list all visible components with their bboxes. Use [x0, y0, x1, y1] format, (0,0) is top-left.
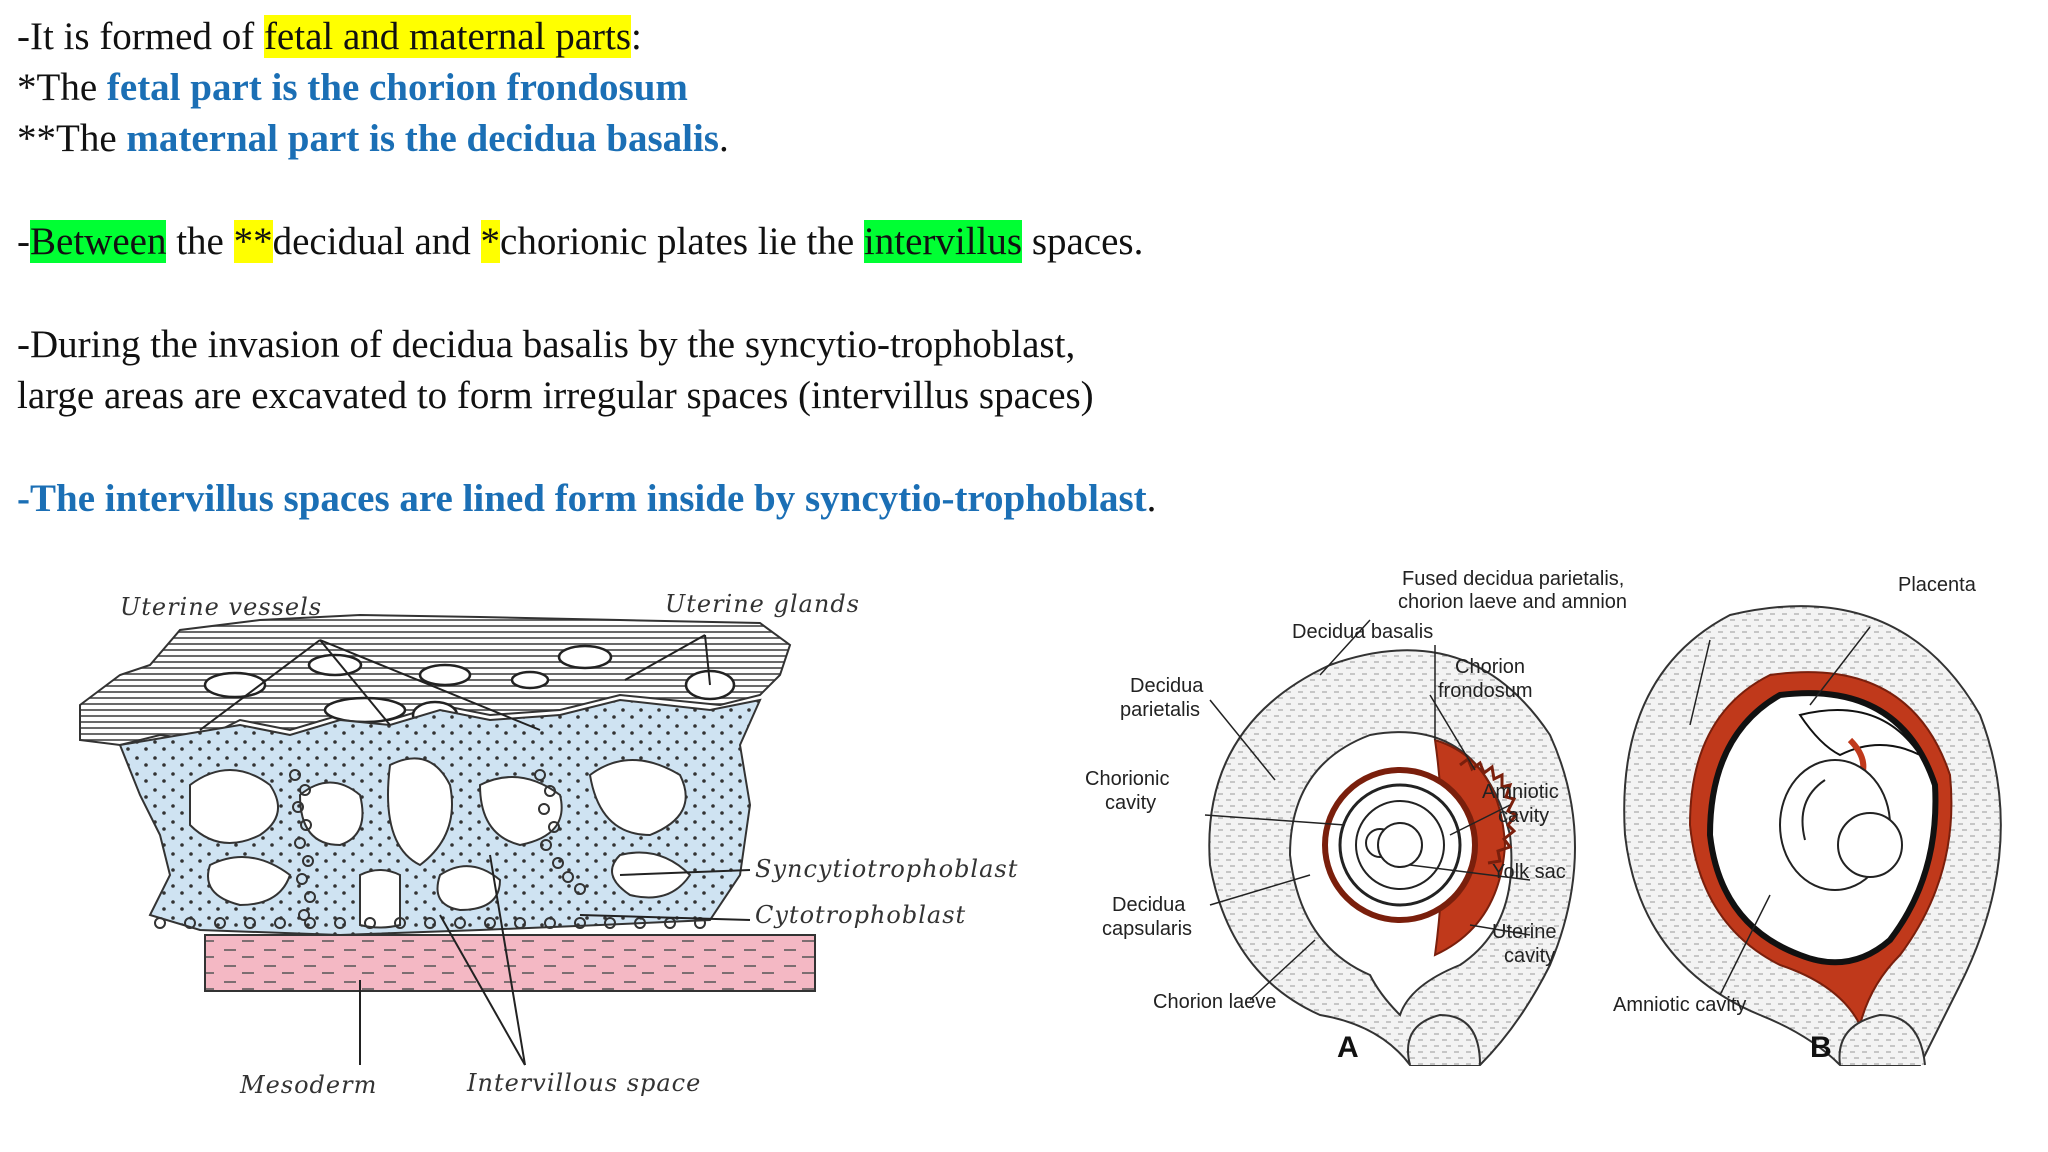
label-decidua-capsularis-2: capsularis: [1102, 918, 1192, 940]
line-large-areas: large areas are excavated to form irregu…: [17, 374, 1094, 417]
label-uterine-cavity-2: cavity: [1504, 945, 1555, 967]
label-chorion-laeve: Chorion laeve: [1153, 991, 1276, 1013]
label-uterine-glands: Uterine glands: [665, 590, 860, 618]
text: decidual and: [272, 220, 481, 263]
highlight-double-star: **: [233, 220, 273, 263]
highlight-intervillus: intervillus: [863, 220, 1023, 263]
text: spaces.: [1022, 220, 1144, 263]
label-cytotrophoblast: Cytotrophoblast: [755, 901, 966, 929]
label-amniotic-cavity-b: Amniotic cavity: [1613, 994, 1746, 1016]
label-decidua-parietalis-1: Decidua: [1130, 675, 1204, 697]
label-amniotic-cavity-1: Amniotic: [1482, 781, 1559, 803]
text: .: [1146, 477, 1157, 520]
intervillous-diagram-svg: Uterine vessels Uterine glands Syncytiot…: [79, 590, 1018, 1099]
label-decidua-capsularis-1: Decidua: [1112, 894, 1186, 916]
intervillous-diagram: Uterine vessels Uterine glands Syncytiot…: [60, 545, 1070, 1120]
mesoderm-band: [204, 934, 816, 992]
label-chorion-frondosum-2: frondosum: [1438, 680, 1533, 702]
line-fetal-part: *The fetal part is the chorion frondosum: [17, 64, 688, 112]
text: the: [166, 220, 234, 263]
uterus-diagram-svg: Fused decidua parietalis, chorion laeve …: [1085, 568, 2002, 1066]
panel-a-uterus: [1208, 649, 1576, 1066]
label-uterine-cavity-1: Uterine: [1492, 921, 1556, 943]
label-fused-1: Fused decidua parietalis,: [1402, 568, 1624, 590]
line-lined-by: -The intervillus spaces are lined form i…: [17, 475, 1156, 523]
emphasis-fetal-part: fetal part is the chorion frondosum: [106, 66, 688, 109]
text: -: [17, 220, 30, 263]
highlight-star: *: [480, 220, 501, 263]
text: -It is formed of: [17, 15, 264, 58]
line-formed-of: -It is formed of fetal and maternal part…: [17, 13, 642, 61]
text: **The: [17, 117, 127, 160]
line-during-invasion: -During the invasion of decidua basalis …: [17, 323, 1076, 366]
text: chorionic plates lie the: [500, 220, 864, 263]
label-fused-2: chorion laeve and amnion: [1398, 591, 1627, 613]
label-chorion-frondosum-1: Chorion: [1455, 656, 1525, 678]
panel-b-uterus: [1623, 605, 2002, 1066]
label-mesoderm: Mesoderm: [239, 1071, 377, 1099]
emphasis-maternal-part: maternal part is the decidua basalis: [126, 117, 719, 160]
highlight-between: Between: [30, 220, 167, 263]
label-chorionic-cavity-1: Chorionic: [1085, 768, 1169, 790]
line-maternal-part: **The maternal part is the decidua basal…: [17, 115, 729, 163]
highlight-fetal-maternal: fetal and maternal parts: [263, 15, 632, 58]
label-syncytiotrophoblast: Syncytiotrophoblast: [755, 855, 1018, 883]
label-yolk-sac: Yolk sac: [1492, 861, 1566, 883]
label-decidua-basalis: Decidua basalis: [1292, 621, 1433, 643]
text: .: [719, 117, 729, 160]
text: *The: [17, 66, 107, 109]
label-uterine-vessels: Uterine vessels: [120, 593, 322, 621]
label-amniotic-cavity-2: cavity: [1498, 805, 1549, 827]
label-chorionic-cavity-2: cavity: [1105, 792, 1156, 814]
uterus-diagram: Fused decidua parietalis, chorion laeve …: [1080, 545, 2048, 1105]
label-panel-b: B: [1810, 1031, 1832, 1064]
label-panel-a: A: [1337, 1031, 1359, 1064]
label-placenta: Placenta: [1898, 574, 1977, 596]
text: :: [631, 15, 642, 58]
label-intervillous-space: Intervillous space: [466, 1069, 701, 1097]
line-between-plates: -Between the **decidual and *chorionic p…: [17, 218, 1143, 266]
emphasis-lined-by: -The intervillus spaces are lined form i…: [17, 477, 1147, 520]
label-decidua-parietalis-2: parietalis: [1120, 699, 1200, 721]
